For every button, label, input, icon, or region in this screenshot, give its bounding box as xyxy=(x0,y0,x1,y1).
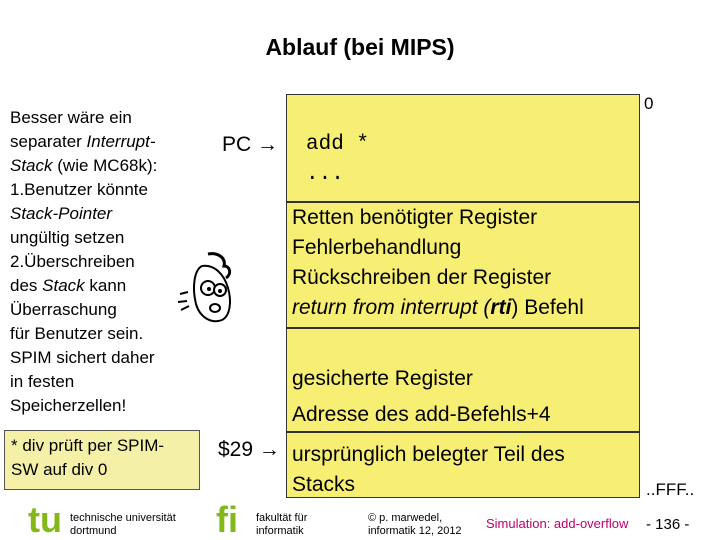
tu-logo: tu xyxy=(28,499,62,540)
explanation-line: 2.Überschreiben xyxy=(10,252,135,271)
stack-text: ursprünglich belegter Teil des Stacks xyxy=(292,440,565,500)
arrow-right-icon: → xyxy=(258,438,280,461)
faculty-name: fakultät für informatik xyxy=(256,512,307,538)
arrow-right-icon: → xyxy=(257,133,279,156)
page-number: - 136 - xyxy=(646,516,690,533)
explanation-line: Stack-Pointer xyxy=(10,204,113,223)
explanation-line: Besser wäre ein xyxy=(10,108,132,127)
saved-line: gesicherte Register xyxy=(292,367,473,390)
tu-name-line: technische universität xyxy=(70,512,176,524)
memory-code-area xyxy=(286,94,640,202)
faculty-name-line: fakultät für xyxy=(256,512,308,524)
note-line: * div prüft per SPIM- xyxy=(11,436,165,455)
explanation-line: Stack (wie MC68k): xyxy=(10,156,158,175)
explanation-line: Speicherzellen! xyxy=(10,396,127,415)
tu-name-line: dortmund xyxy=(70,525,117,537)
handler-line: Rückschreiben der Register xyxy=(292,266,552,289)
copyright-line: © p. marwedel, xyxy=(368,512,443,524)
div-check-note: * div prüft per SPIM- SW auf div 0 xyxy=(4,430,200,490)
explanation-line: Überraschung xyxy=(10,300,117,319)
memory-saved-area xyxy=(286,328,640,432)
explanation-line: für Benutzer sein. xyxy=(10,324,144,343)
handler-line: return from interrupt (rti) Befehl xyxy=(292,296,584,319)
address-fff-label: ..FFF.. xyxy=(646,480,695,499)
handler-text: Retten benötigter Register Fehlerbehandl… xyxy=(292,203,584,323)
explanation-text: Besser wäre ein separater Interrupt- Sta… xyxy=(10,106,200,418)
pc-pointer: PC → xyxy=(222,133,278,157)
surprised-face-icon xyxy=(177,252,232,323)
explanation-line: des Stack kann xyxy=(10,276,127,295)
explanation-line: in festen xyxy=(10,372,75,391)
more-instructions: ... xyxy=(306,163,344,186)
explanation-line: 1.Benutzer könnte xyxy=(10,180,148,199)
memory-stack-area xyxy=(286,432,640,498)
add-instruction: add * xyxy=(306,133,370,156)
copyright-line: informatik 12, 2012 xyxy=(368,525,462,537)
register-29-label: $29 xyxy=(218,438,254,461)
saved-line: Adresse des add-Befehls+4 xyxy=(292,403,551,426)
slide-title: Ablauf (bei MIPS) xyxy=(265,34,455,60)
pc-label: PC xyxy=(222,133,252,156)
faculty-name-line: informatik xyxy=(256,525,304,537)
fi-logo: fi xyxy=(216,499,238,540)
saved-values-text: gesicherte Register Adresse des add-Befe… xyxy=(292,364,551,430)
stack-line: ursprünglich belegter Teil des xyxy=(292,443,565,466)
handler-line: Retten benötigter Register xyxy=(292,206,538,229)
copyright: © p. marwedel, informatik 12, 2012 xyxy=(368,512,462,538)
explanation-line: ungültig setzen xyxy=(10,228,125,247)
note-line: SW auf div 0 xyxy=(11,460,108,479)
stack-line: Stacks xyxy=(292,473,356,496)
tu-name: technische universität dortmund xyxy=(70,512,176,538)
sp-pointer: $29 → xyxy=(218,438,280,462)
memory-handler-area xyxy=(286,202,640,328)
address-zero-label: 0 xyxy=(644,94,654,113)
explanation-line: SPIM sichert daher xyxy=(10,348,155,367)
handler-line: Fehlerbehandlung xyxy=(292,236,462,259)
simulation-label: Simulation: add-overflow xyxy=(486,516,629,531)
explanation-line: separater Interrupt- xyxy=(10,132,156,151)
